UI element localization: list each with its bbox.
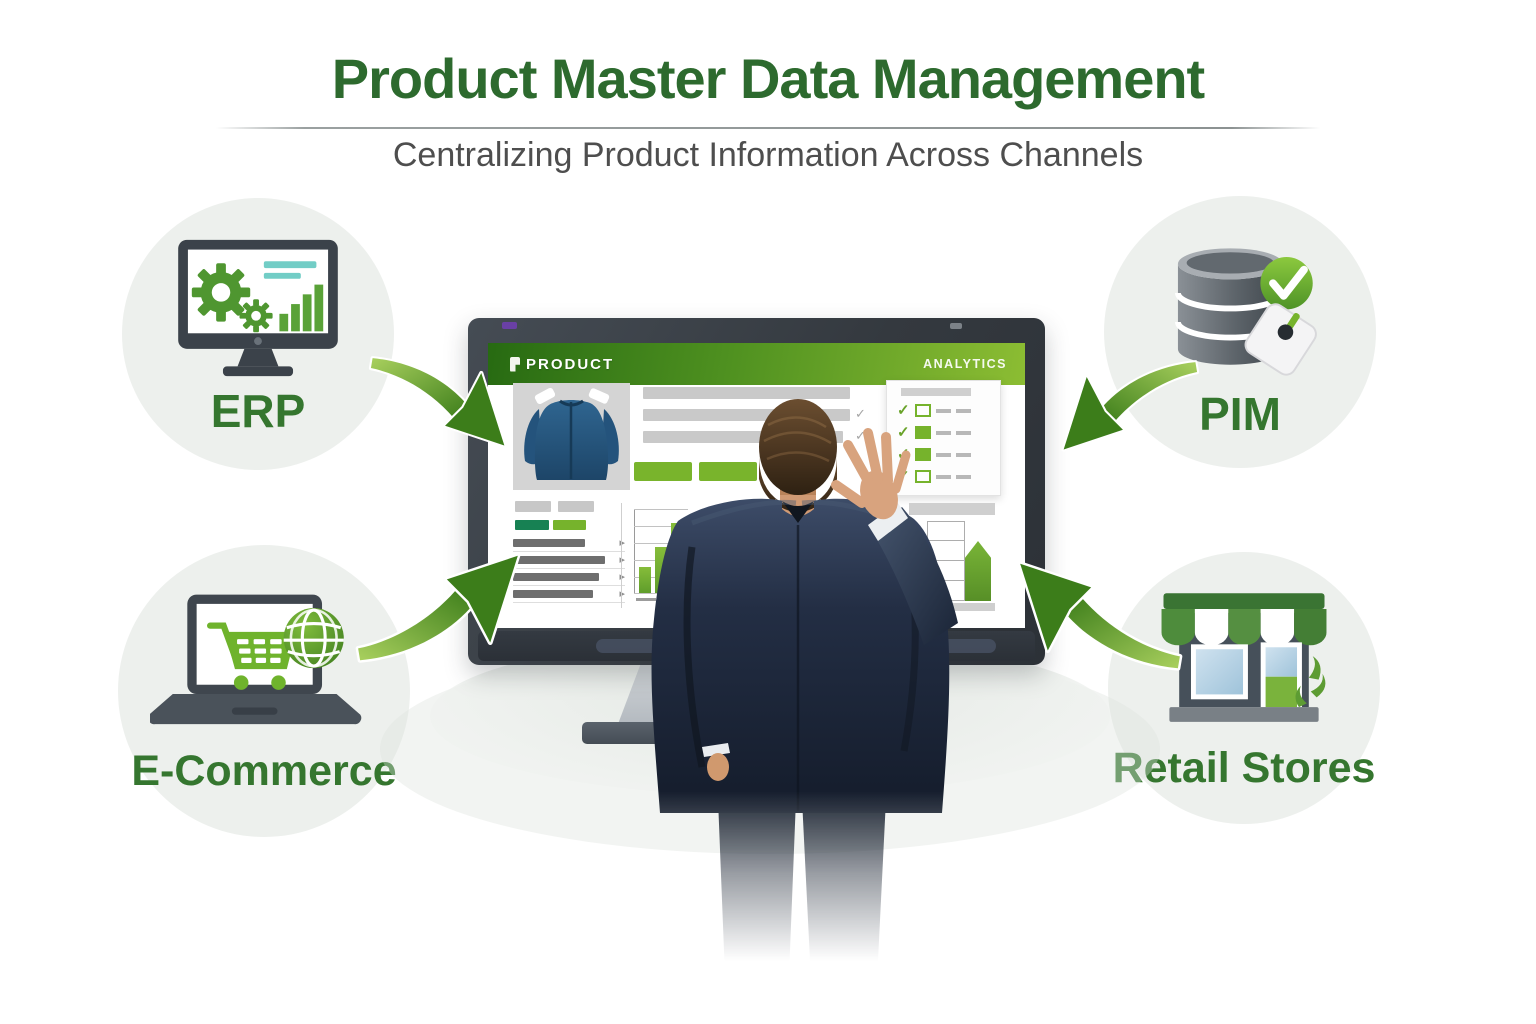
retail-store-icon [1161, 592, 1327, 722]
page-title: Product Master Data Management [331, 47, 1205, 110]
suit-jacket [651, 498, 950, 813]
attribute-row: ▸ [513, 586, 625, 603]
pim-database-icon [1175, 248, 1317, 376]
product-logo-icon [510, 356, 520, 372]
panel-divider [621, 503, 622, 608]
awning-icon [1161, 608, 1327, 645]
bezel-accent-purple [502, 322, 517, 329]
product-image-panel [513, 383, 630, 490]
navbar-analytics-label: ANALYTICS [923, 357, 1007, 371]
page-subtitle: Centralizing Product Information Across … [392, 136, 1144, 174]
checkbox-square [914, 470, 931, 483]
thumbnail-chip [515, 501, 551, 512]
field-check-icon: ✓ [855, 406, 866, 421]
action-button-secondary [699, 462, 757, 481]
screen-navbar: PRODUCT ANALYTICS [488, 343, 1025, 385]
left-hand [707, 753, 729, 781]
field-check-icon: ✓ [855, 428, 866, 443]
caret-icon: ▸ [619, 570, 625, 583]
check-icon: ✓ [897, 424, 910, 441]
head-hair [759, 399, 837, 513]
globe-icon [283, 607, 344, 668]
price-tag-icon [1244, 303, 1317, 376]
checklist-row: ✓ [897, 425, 971, 440]
card-header-bar [901, 388, 971, 396]
erp-label: ERP [210, 385, 306, 437]
erp-monitor-icon [178, 239, 338, 377]
raised-hand [831, 428, 911, 520]
product-coat-image [524, 387, 619, 480]
plant-icon [1295, 655, 1326, 707]
shirt-cuff [868, 503, 908, 541]
arrow-retail-to-screen-icon [1017, 561, 1183, 671]
ecommerce-laptop-icon [150, 594, 362, 724]
form-field-bar [643, 387, 850, 399]
pants [718, 799, 886, 1001]
store-window [1195, 648, 1244, 694]
swatch-light-green [553, 520, 586, 530]
navbar-brand: PRODUCT [510, 356, 614, 373]
caret-icon: ▸ [619, 553, 625, 566]
node-ecommerce: E-Commerce [118, 545, 410, 837]
checkbox-square [914, 426, 931, 439]
shopping-cart-icon [207, 622, 297, 690]
arrow-ecommerce-to-screen-icon [355, 553, 521, 663]
checkbox-square [914, 448, 931, 461]
node-retail: Retail Stores [1108, 552, 1380, 824]
swatch-dark-green [515, 520, 549, 530]
check-badge-icon [1260, 257, 1313, 310]
retail-label: Retail Stores [1112, 743, 1376, 792]
node-erp: ERP [122, 198, 394, 470]
attribute-list: ▸ ▸ ▸ ▸ [513, 535, 625, 603]
businessman-figure [651, 399, 958, 1001]
attribute-row: ▸ [513, 552, 625, 569]
thumbnail-chip [558, 501, 594, 512]
attribute-row: ▸ [513, 535, 625, 552]
arrow-pim-to-screen-icon [1061, 360, 1200, 452]
title-divider [216, 127, 1320, 129]
chart-bar [639, 567, 651, 593]
store-door-glass [1265, 646, 1298, 677]
arrow-erp-to-screen-icon [368, 356, 507, 448]
panel-header-bar [909, 503, 995, 515]
checklist-row: ✓ [897, 403, 971, 418]
attribute-row: ▸ [513, 569, 625, 586]
gear-icon [191, 263, 251, 322]
caret-icon: ▸ [619, 587, 625, 600]
checkbox-square [914, 404, 931, 417]
bezel-accent-gray [950, 323, 962, 329]
raised-sleeve [872, 507, 958, 645]
action-button-primary [634, 462, 692, 481]
ecommerce-label: E-Commerce [131, 746, 397, 795]
mini-bar-chart-icon [279, 284, 324, 332]
check-icon: ✓ [897, 402, 910, 419]
pim-label: PIM [1199, 388, 1281, 440]
navbar-product-label: PRODUCT [526, 355, 615, 373]
small-gear-icon [239, 299, 273, 333]
node-pim: PIM [1104, 196, 1376, 468]
store-door-panel [1265, 676, 1298, 707]
checklist-card: ✓ ✓ ✓ ✓ [886, 380, 1001, 496]
caret-icon: ▸ [619, 536, 625, 549]
left-cuff [702, 743, 730, 757]
